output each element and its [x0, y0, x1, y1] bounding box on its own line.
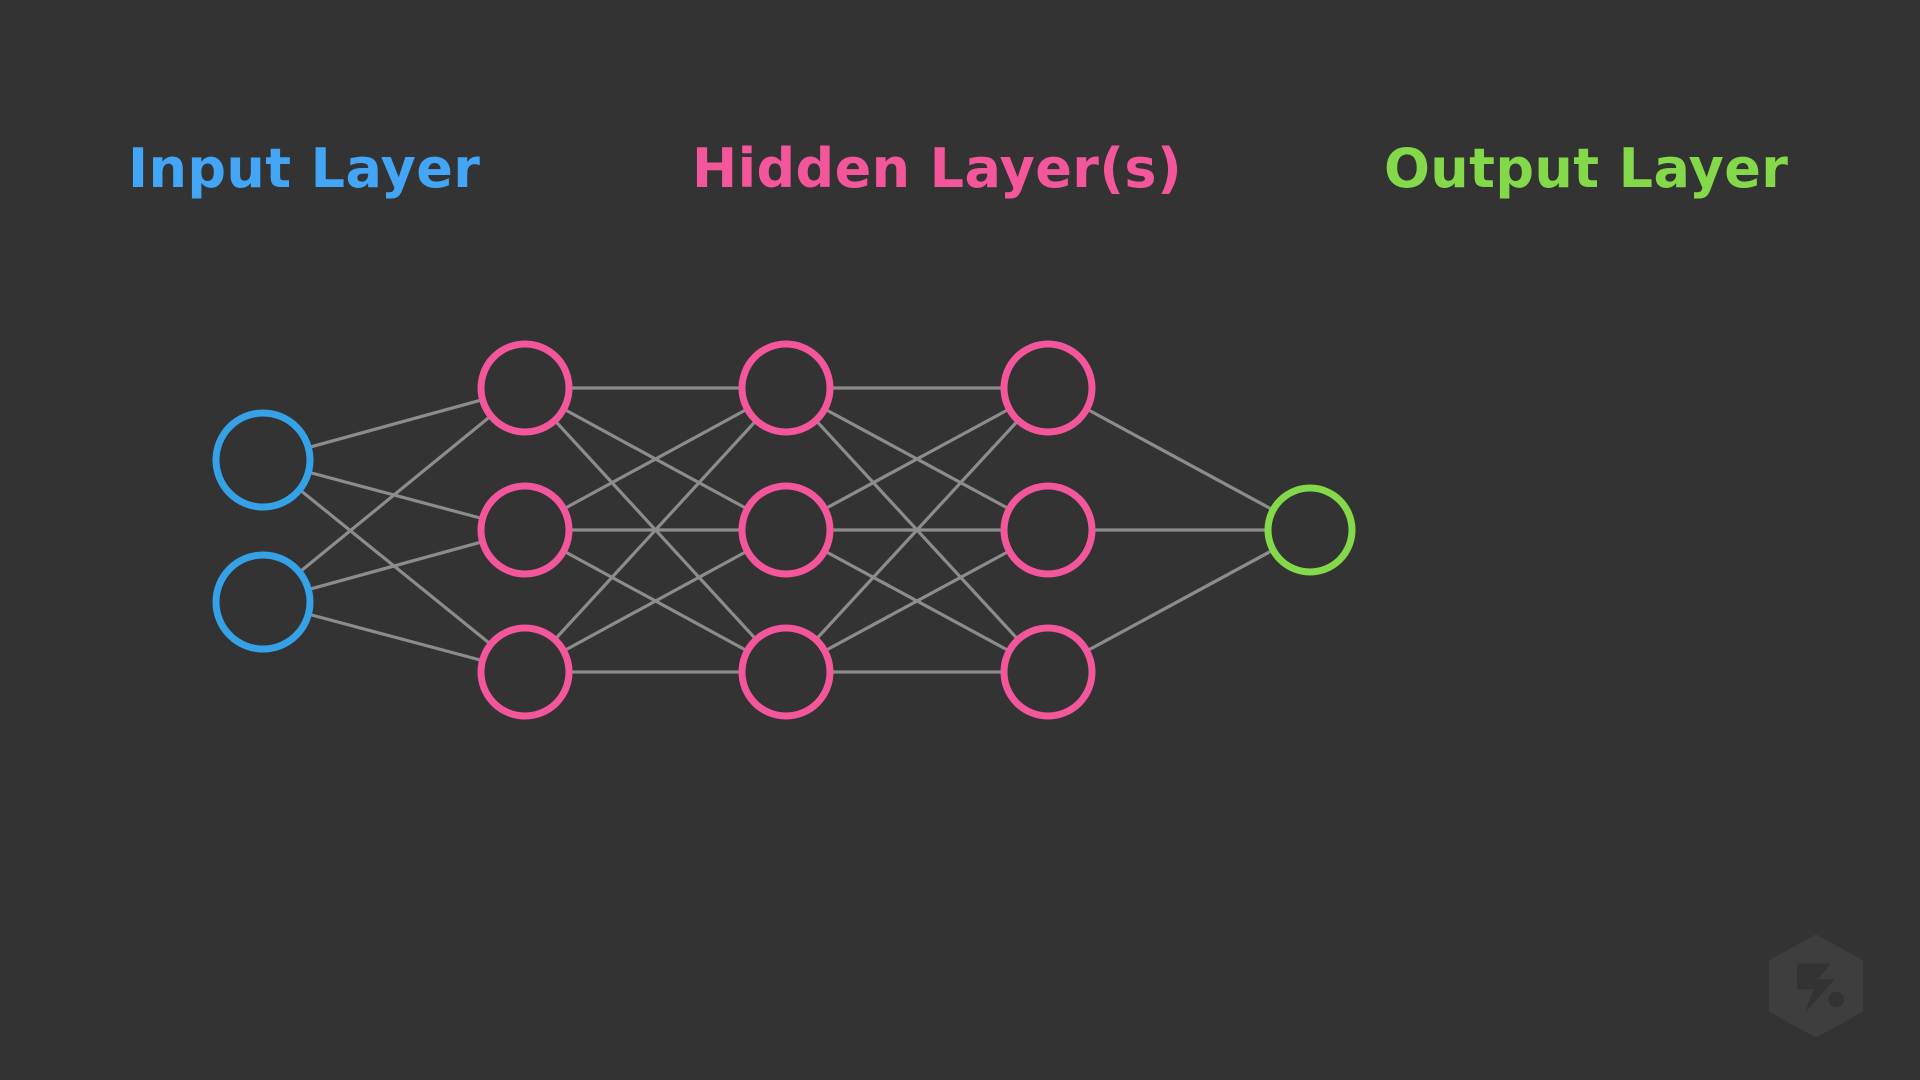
- hidden3-node-1[interactable]: [1000, 340, 1096, 436]
- edge-hidden-1-3-to-hidden-2-2: [562, 549, 749, 653]
- hidden1-node-3[interactable]: [477, 624, 573, 720]
- edges-group: [297, 386, 1275, 674]
- edge-input-2-to-hidden-1-3: [306, 612, 485, 663]
- edge-hidden-2-3-to-hidden-3-2: [823, 549, 1011, 653]
- edge-hidden-1-2-to-hidden-2-1: [562, 407, 749, 511]
- edge-hidden-3-3-to-output-1: [1085, 548, 1275, 653]
- edge-hidden-2-3-to-hidden-3-1: [814, 418, 1020, 642]
- hidden1-node-2[interactable]: [477, 482, 573, 578]
- hidden2-node-2[interactable]: [738, 482, 834, 578]
- hidden2-node-3[interactable]: [738, 624, 834, 720]
- output-node-1[interactable]: [1264, 484, 1356, 576]
- input-node-1[interactable]: [212, 409, 314, 511]
- hidden2-node-1[interactable]: [738, 340, 834, 436]
- edge-input-2-to-hidden-1-2: [306, 540, 485, 592]
- edge-input-1-to-hidden-1-1: [306, 398, 485, 450]
- nodes-group: [212, 340, 1356, 720]
- edge-hidden-3-1-to-output-1: [1085, 407, 1275, 512]
- edge-hidden-2-2-to-hidden-3-1: [823, 407, 1011, 511]
- edge-hidden-1-3-to-hidden-2-1: [553, 418, 758, 642]
- hidden3-node-3[interactable]: [1000, 624, 1096, 720]
- hidden3-node-2[interactable]: [1000, 482, 1096, 578]
- edge-input-2-to-hidden-1-1: [297, 414, 493, 574]
- hidden1-node-1[interactable]: [477, 340, 573, 436]
- input-node-2[interactable]: [212, 551, 314, 653]
